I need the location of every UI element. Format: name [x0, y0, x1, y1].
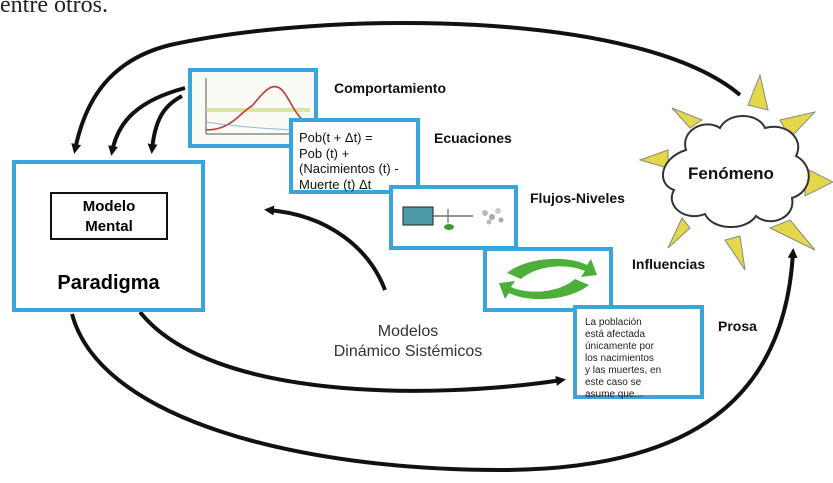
comportamiento-label: Comportamiento	[334, 80, 446, 96]
prose-box: La población está afectada únicamente po…	[573, 305, 704, 400]
system-dynamics-models-label: Modelos Dinámico Sistémicos	[308, 322, 508, 362]
models-to-paradigm-arrow	[264, 205, 387, 291]
equation-line: Muerte (t) Δt	[299, 176, 372, 192]
influences-box	[483, 247, 613, 312]
prose-line: y las muertes, en	[585, 365, 662, 376]
behavior-to-paradigm-arrow-2	[147, 94, 183, 154]
behavior-graph-box	[188, 68, 318, 148]
prose-line: este caso se	[585, 377, 642, 388]
paradigm-box: Modelo Mental Paradigma	[12, 160, 205, 312]
equation-line: Pob (t) +	[299, 145, 350, 161]
prose-line: asume que...	[585, 389, 643, 400]
paradigm-to-models-arrow	[138, 310, 566, 393]
flows-levels-box	[389, 185, 518, 250]
center-label-line: Dinámico Sistémicos	[333, 343, 483, 360]
equation-line: Pob(t + Δt) =	[299, 130, 373, 145]
behavior-graph-icon	[192, 72, 314, 144]
equation-box: Pob(t + Δt) = Pob (t) + (Nacimientos (t)…	[289, 118, 420, 194]
ecuaciones-label: Ecuaciones	[434, 130, 512, 146]
influence-cycle-icon	[499, 258, 597, 300]
flujos-niveles-label: Flujos-Niveles	[530, 190, 625, 206]
bottom-arc-to-phenomenon	[70, 248, 798, 473]
mental-model-label: Modelo Mental	[82, 198, 136, 235]
prosa-label: Prosa	[718, 318, 757, 334]
prose-line: los nacimientos	[585, 353, 654, 364]
phenomenon-cloud-icon	[662, 115, 810, 229]
prose-line: La población	[585, 317, 642, 328]
top-feedback-arc	[71, 21, 742, 154]
center-label-line: Modelos	[377, 323, 439, 340]
stock-flow-icon	[402, 206, 504, 230]
prose-line: está afectada	[585, 329, 646, 340]
influencias-label: Influencias	[632, 256, 706, 272]
mental-model-box: Modelo Mental	[50, 192, 168, 240]
behavior-to-paradigm-arrow-1	[108, 86, 186, 156]
phenomenon-label: Fenómeno	[688, 164, 774, 183]
equation-line: (Nacimientos (t) -	[299, 161, 399, 176]
prose-line: únicamente por	[585, 341, 654, 352]
top-text-fragment: entre otros.	[0, 0, 108, 18]
paradigm-label: Paradigma	[57, 272, 160, 294]
